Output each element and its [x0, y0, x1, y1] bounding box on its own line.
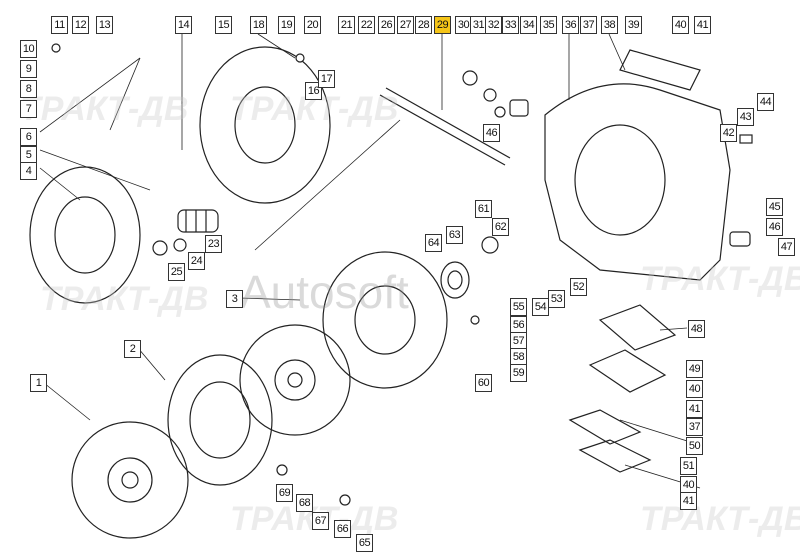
- part-label[interactable]: 51: [680, 457, 697, 475]
- part-label[interactable]: 27: [397, 16, 414, 34]
- part-label[interactable]: 60: [475, 374, 492, 392]
- part-label[interactable]: 22: [358, 16, 375, 34]
- part-label[interactable]: 61: [475, 200, 492, 218]
- part-label[interactable]: 17: [318, 70, 335, 88]
- shaft: [379, 87, 511, 166]
- part-label-highlighted[interactable]: 29: [434, 16, 451, 34]
- part-label[interactable]: 28: [415, 16, 432, 34]
- plate-51: [578, 439, 652, 473]
- part-label[interactable]: 30: [455, 16, 472, 34]
- part-label[interactable]: 18: [250, 16, 267, 34]
- driven-disc-3: [239, 324, 351, 436]
- watermark: ТРАКТ-ДВ: [640, 260, 800, 298]
- part-label[interactable]: 8: [20, 80, 37, 98]
- part-label[interactable]: 24: [188, 252, 205, 270]
- part-label[interactable]: 43: [737, 108, 754, 126]
- part-label[interactable]: 6: [20, 128, 37, 146]
- part-label[interactable]: 63: [446, 226, 463, 244]
- part-label[interactable]: 44: [757, 93, 774, 111]
- part-label[interactable]: 7: [20, 100, 37, 118]
- plate-4: [29, 166, 141, 304]
- clutch-disc-1: [71, 421, 189, 539]
- part-label[interactable]: 2: [124, 340, 141, 358]
- part-label[interactable]: 21: [338, 16, 355, 34]
- part-label[interactable]: 1: [30, 374, 47, 392]
- part-label[interactable]: 11: [51, 16, 68, 34]
- part-label[interactable]: 37: [686, 418, 703, 436]
- part-label[interactable]: 20: [304, 16, 321, 34]
- part-label[interactable]: 46: [766, 218, 783, 236]
- part-label[interactable]: 10: [20, 40, 37, 58]
- plate-50: [568, 409, 642, 445]
- part-label[interactable]: 65: [356, 534, 373, 552]
- part-label[interactable]: 67: [312, 512, 329, 530]
- part-label[interactable]: 69: [276, 484, 293, 502]
- part-label[interactable]: 40: [672, 16, 689, 34]
- part-label[interactable]: 66: [334, 520, 351, 538]
- part-label[interactable]: 48: [688, 320, 705, 338]
- part-label[interactable]: 25: [168, 263, 185, 281]
- spring-23: [177, 209, 219, 233]
- part-label[interactable]: 26: [378, 16, 395, 34]
- part-label[interactable]: 12: [72, 16, 89, 34]
- part-label[interactable]: 38: [601, 16, 618, 34]
- part-label[interactable]: 5: [20, 146, 37, 164]
- part-label[interactable]: 33: [502, 16, 519, 34]
- part-label[interactable]: 55: [510, 298, 527, 316]
- watermark-center: Autosoft: [240, 266, 409, 318]
- part-label[interactable]: 9: [20, 60, 37, 78]
- watermark: ТРАКТ-ДВ: [40, 280, 209, 318]
- watermark: ТРАКТ-ДВ: [640, 500, 800, 538]
- part-label[interactable]: 13: [96, 16, 113, 34]
- part-label[interactable]: 50: [686, 437, 703, 455]
- part-label[interactable]: 36: [562, 16, 579, 34]
- part-label[interactable]: 3: [226, 290, 243, 308]
- part-label[interactable]: 37: [580, 16, 597, 34]
- part-label[interactable]: 46: [483, 124, 500, 142]
- part-label[interactable]: 54: [532, 298, 549, 316]
- part-label[interactable]: 49: [686, 360, 703, 378]
- part-label[interactable]: 4: [20, 162, 37, 180]
- part-label[interactable]: 16: [305, 82, 322, 100]
- part-label[interactable]: 42: [720, 124, 737, 142]
- part-label[interactable]: 40: [686, 380, 703, 398]
- part-label[interactable]: 47: [778, 238, 795, 256]
- gasket-39: [619, 49, 701, 91]
- part-label[interactable]: 41: [686, 400, 703, 418]
- pressure-plate: [322, 251, 448, 389]
- gasket-48: [598, 304, 677, 351]
- part-label[interactable]: 39: [625, 16, 642, 34]
- seal-64: [440, 261, 470, 299]
- watermark: ТРАКТ-ДВ: [20, 90, 189, 128]
- part-label[interactable]: 45: [766, 198, 783, 216]
- part-label[interactable]: 68: [296, 494, 313, 512]
- small-parts: [51, 43, 753, 506]
- part-label[interactable]: 64: [425, 234, 442, 252]
- part-label[interactable]: 19: [278, 16, 295, 34]
- part-label[interactable]: 32: [485, 16, 502, 34]
- part-label[interactable]: 41: [680, 492, 697, 510]
- cover-49: [588, 349, 667, 393]
- part-label[interactable]: 34: [520, 16, 537, 34]
- clutch-cover-15: [199, 46, 331, 204]
- part-label[interactable]: 52: [570, 278, 587, 296]
- part-label[interactable]: 41: [694, 16, 711, 34]
- part-label[interactable]: 35: [540, 16, 557, 34]
- part-label[interactable]: 14: [175, 16, 192, 34]
- friction-plate-2: [167, 354, 273, 486]
- part-label[interactable]: 23: [205, 235, 222, 253]
- part-label[interactable]: 15: [215, 16, 232, 34]
- clutch-housing: [544, 83, 731, 281]
- part-label[interactable]: 59: [510, 364, 527, 382]
- leader-lines: [39, 33, 701, 489]
- part-label[interactable]: 53: [548, 290, 565, 308]
- part-label[interactable]: 62: [492, 218, 509, 236]
